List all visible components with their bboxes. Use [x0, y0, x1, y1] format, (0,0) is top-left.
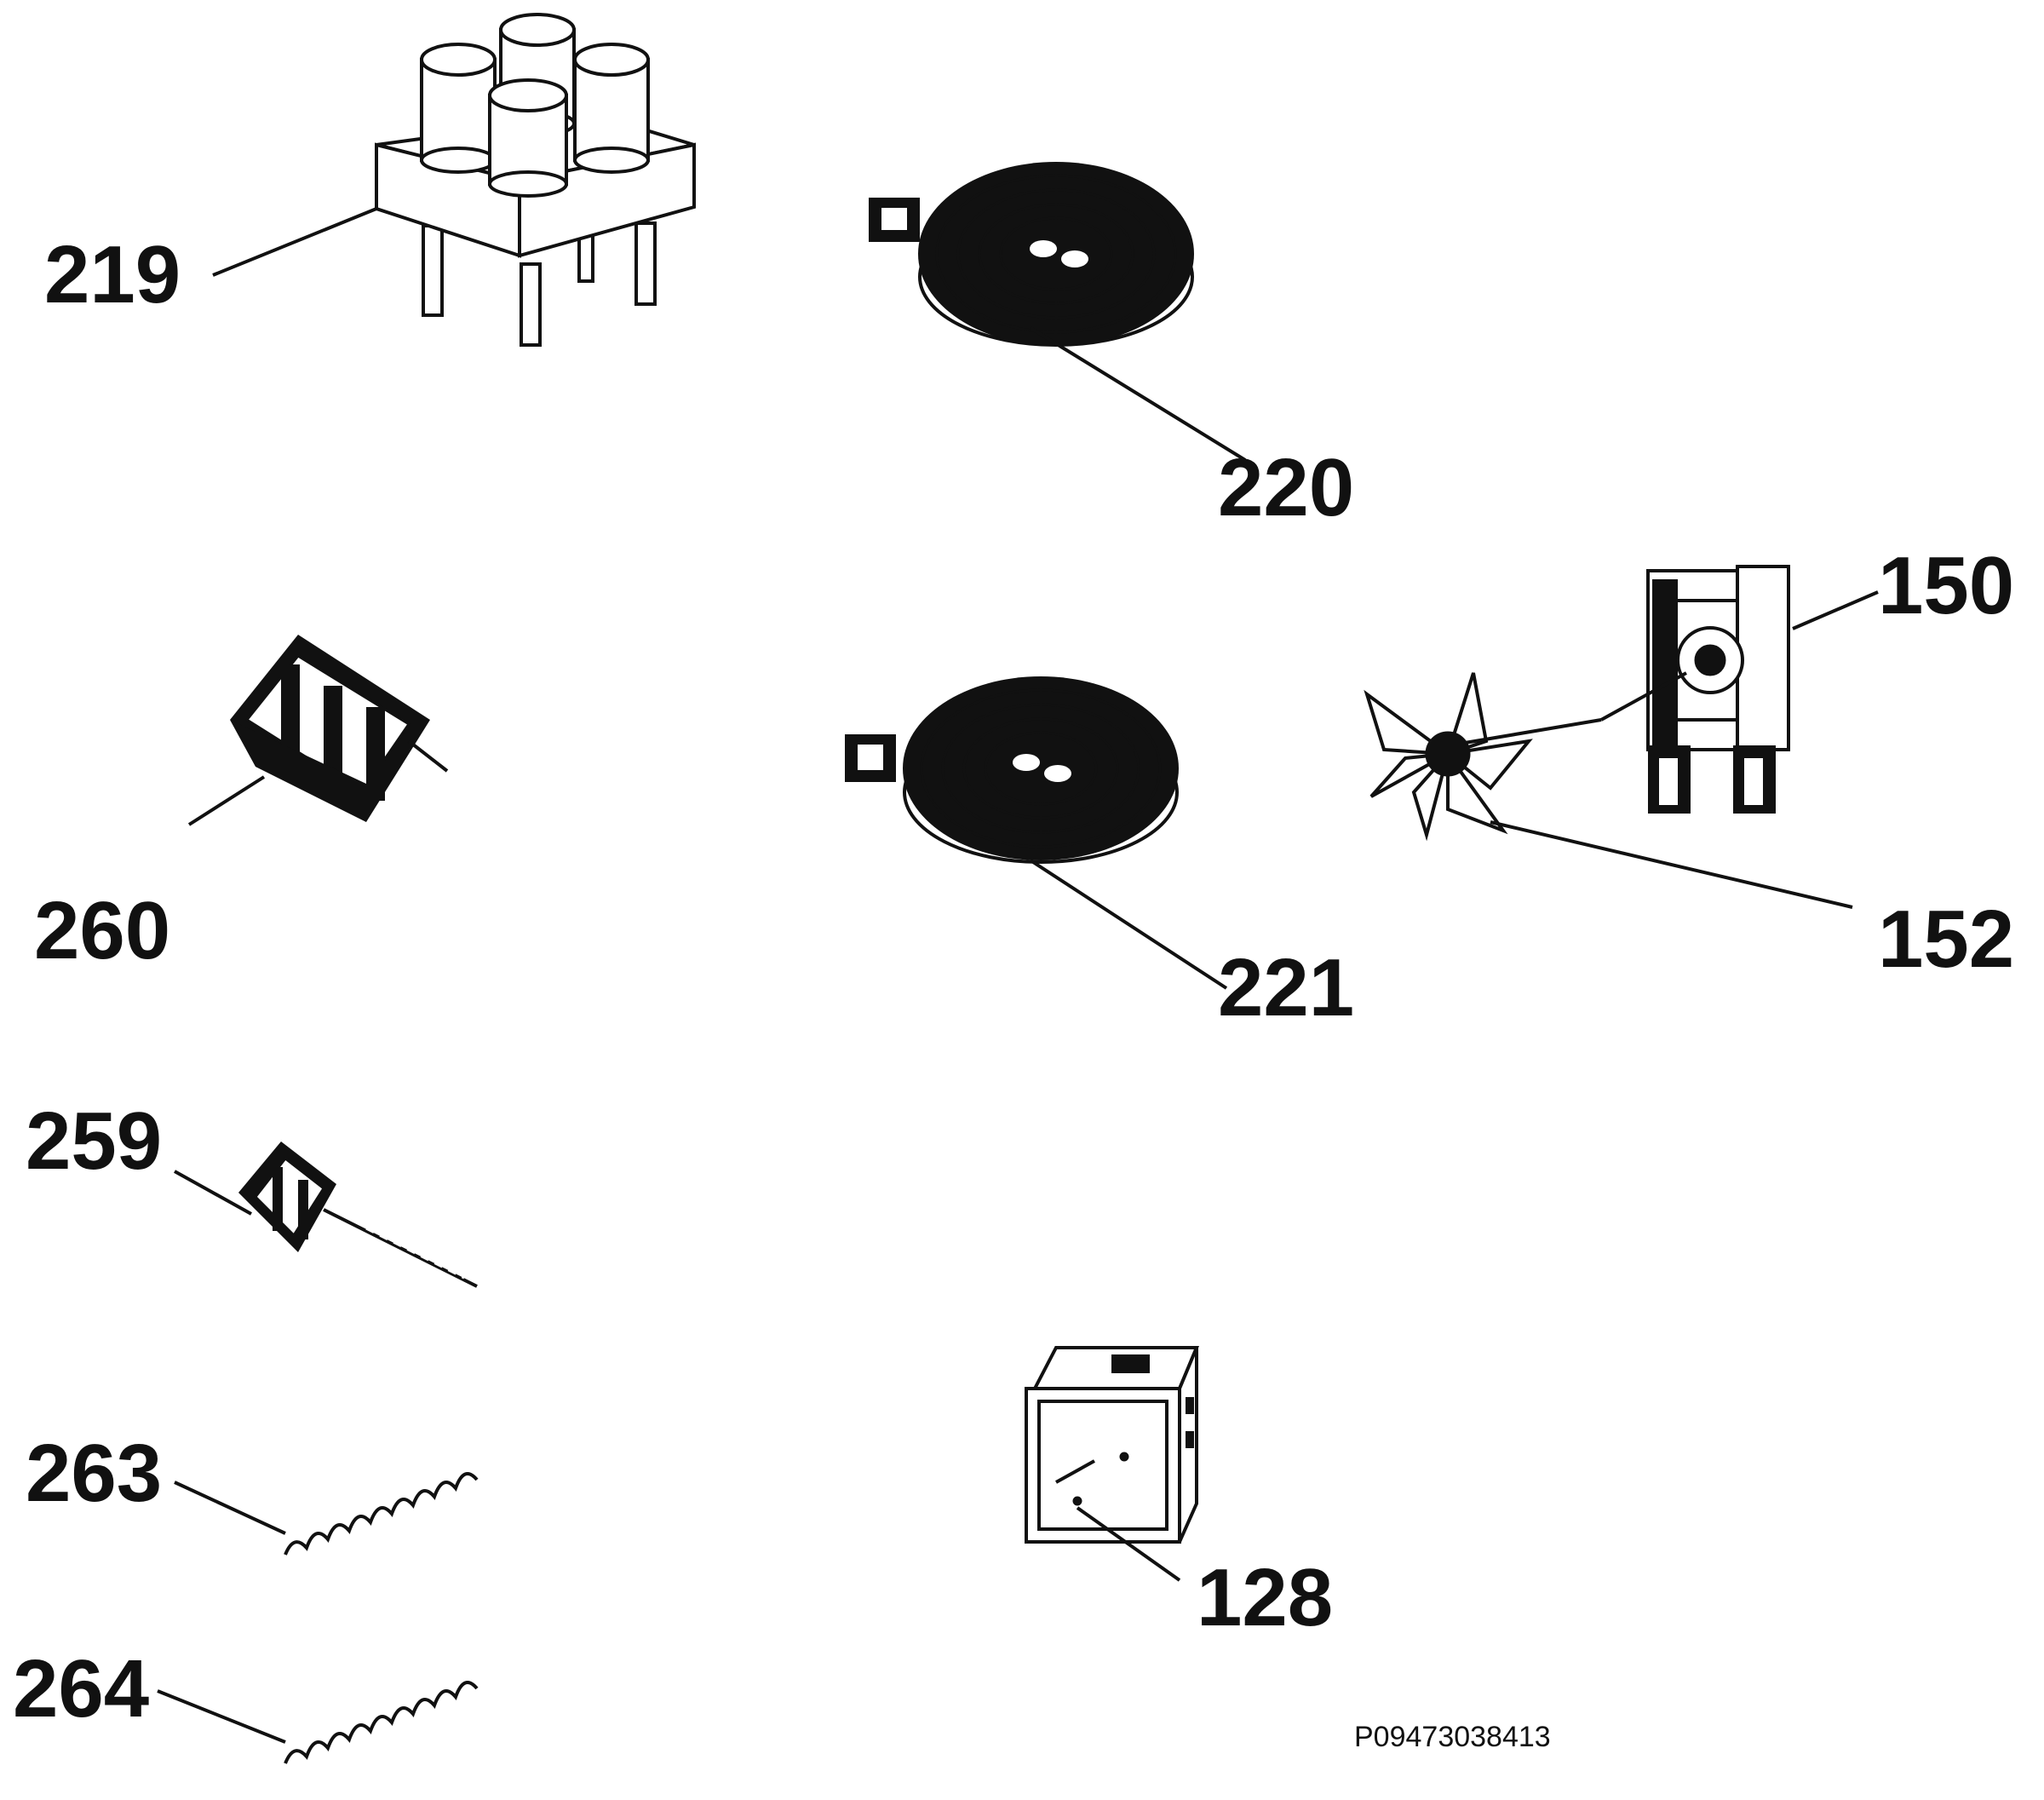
radiant-hob-element-icon: [845, 676, 1179, 864]
part-128[interactable]: 128: [1025, 1346, 1333, 1643]
callout-264: 264: [13, 1643, 149, 1734]
callout-220: 220: [1218, 442, 1354, 533]
part-221[interactable]: 221: [845, 676, 1354, 1033]
rotary-control-icon: [238, 1142, 478, 1288]
callout-128: 128: [1197, 1552, 1333, 1643]
callout-259: 259: [26, 1096, 162, 1187]
spring-connector-icon: [284, 1680, 479, 1764]
callout-219: 219: [44, 229, 181, 320]
fan-blade-icon: [1364, 672, 1602, 842]
callout-150: 150: [1878, 540, 2014, 631]
part-150[interactable]: 150: [1600, 540, 2014, 814]
part-220[interactable]: 220: [869, 162, 1354, 533]
callout-221: 221: [1218, 942, 1354, 1033]
timer-module-icon: [1025, 1346, 1199, 1544]
part-259[interactable]: 259: [26, 1096, 478, 1288]
part-263[interactable]: 263: [26, 1428, 479, 1556]
part-152[interactable]: 152: [1364, 672, 2014, 985]
spring-connector-icon: [284, 1471, 479, 1556]
callout-263: 263: [26, 1428, 162, 1519]
document-id: P09473038413: [1354, 1721, 1551, 1753]
callout-152: 152: [1878, 894, 2014, 985]
radiant-hob-element-icon: [869, 162, 1194, 347]
selector-switch-icon: [230, 635, 449, 822]
part-219[interactable]: 219: [44, 13, 696, 347]
part-260[interactable]: 260: [34, 635, 449, 976]
callout-260: 260: [34, 885, 170, 976]
part-264[interactable]: 264: [13, 1643, 479, 1764]
four-post-switch-block-icon: [375, 13, 696, 347]
fan-motor-icon: [1600, 565, 1790, 814]
